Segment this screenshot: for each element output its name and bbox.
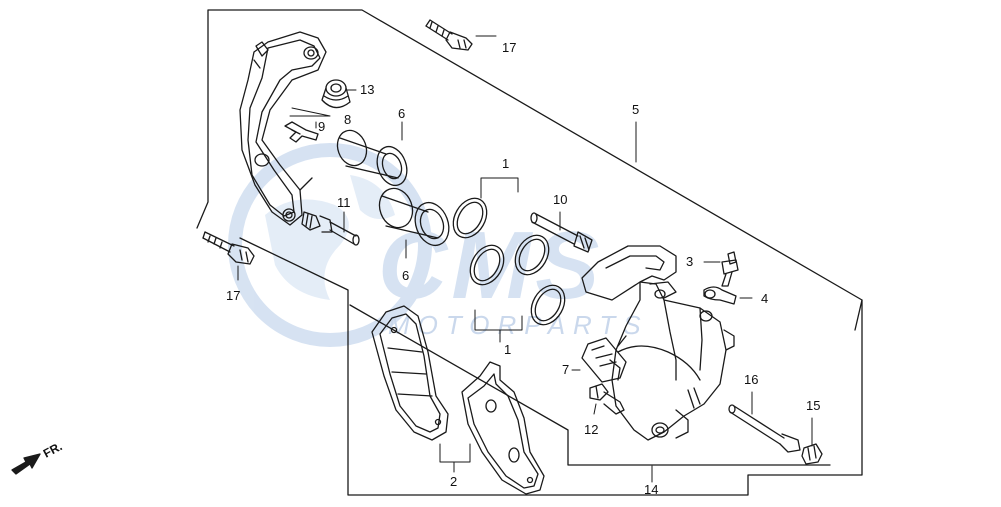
watermark-logo: CMS <box>378 212 603 319</box>
part-7-pad-spring <box>581 337 627 383</box>
callout-3: 3 <box>686 254 693 269</box>
callout-17-upper: 17 <box>502 40 516 55</box>
part-2-pad-rear <box>461 361 545 495</box>
part-17-bolt-lower <box>202 231 255 265</box>
callout-4: 4 <box>761 291 768 306</box>
part-11-pin <box>301 211 360 246</box>
callout-17-lower: 17 <box>226 288 240 303</box>
watermark-tagline: MOTORPARTS <box>388 310 649 340</box>
part-6-piston-lower <box>378 187 450 247</box>
part-1-piston-seals <box>452 197 566 326</box>
callout-11: 11 <box>337 195 351 210</box>
front-indicator-label: FR. <box>41 439 65 460</box>
callout-14: 14 <box>644 482 658 497</box>
part-6-piston-upper <box>336 129 408 187</box>
callout-labels: 17 13 5 8 9 6 1 10 11 3 6 17 4 1 7 16 15… <box>41 40 821 497</box>
assembly-boundary-pads <box>239 237 863 496</box>
part-4-cap <box>703 286 737 305</box>
part-13-boot <box>321 79 351 109</box>
callout-9: 9 <box>318 119 325 134</box>
front-arrow-icon <box>11 453 41 475</box>
part-16-pin <box>728 404 801 453</box>
callout-13: 13 <box>360 82 374 97</box>
part-17-bolt-upper <box>425 19 473 51</box>
callout-1-upper: 1 <box>502 156 509 171</box>
part-10-pin <box>530 212 593 253</box>
callout-16: 16 <box>744 372 758 387</box>
leader-lines <box>237 35 813 483</box>
callout-10: 10 <box>553 192 567 207</box>
callout-7: 7 <box>562 362 569 377</box>
part-12-valve <box>589 383 625 415</box>
callout-12: 12 <box>584 422 598 437</box>
callout-15: 15 <box>806 398 820 413</box>
callout-5: 5 <box>632 102 639 117</box>
caliper-body <box>581 245 735 441</box>
watermark: CMS MOTORPARTS <box>228 143 649 347</box>
part-15-plug <box>801 443 823 465</box>
part-3-bleeder <box>721 251 739 287</box>
callout-6-upper: 6 <box>398 106 405 121</box>
caliper-bracket <box>239 31 327 226</box>
assembly-boundary-upper <box>196 9 863 331</box>
assembly-boundary-inner <box>349 304 831 466</box>
part-9-clip <box>284 121 319 143</box>
callout-8: 8 <box>344 112 351 127</box>
part-2-pad-front <box>371 305 449 441</box>
callout-2: 2 <box>450 474 457 489</box>
callout-6-lower: 6 <box>402 268 409 283</box>
callout-1-lower: 1 <box>504 342 511 357</box>
